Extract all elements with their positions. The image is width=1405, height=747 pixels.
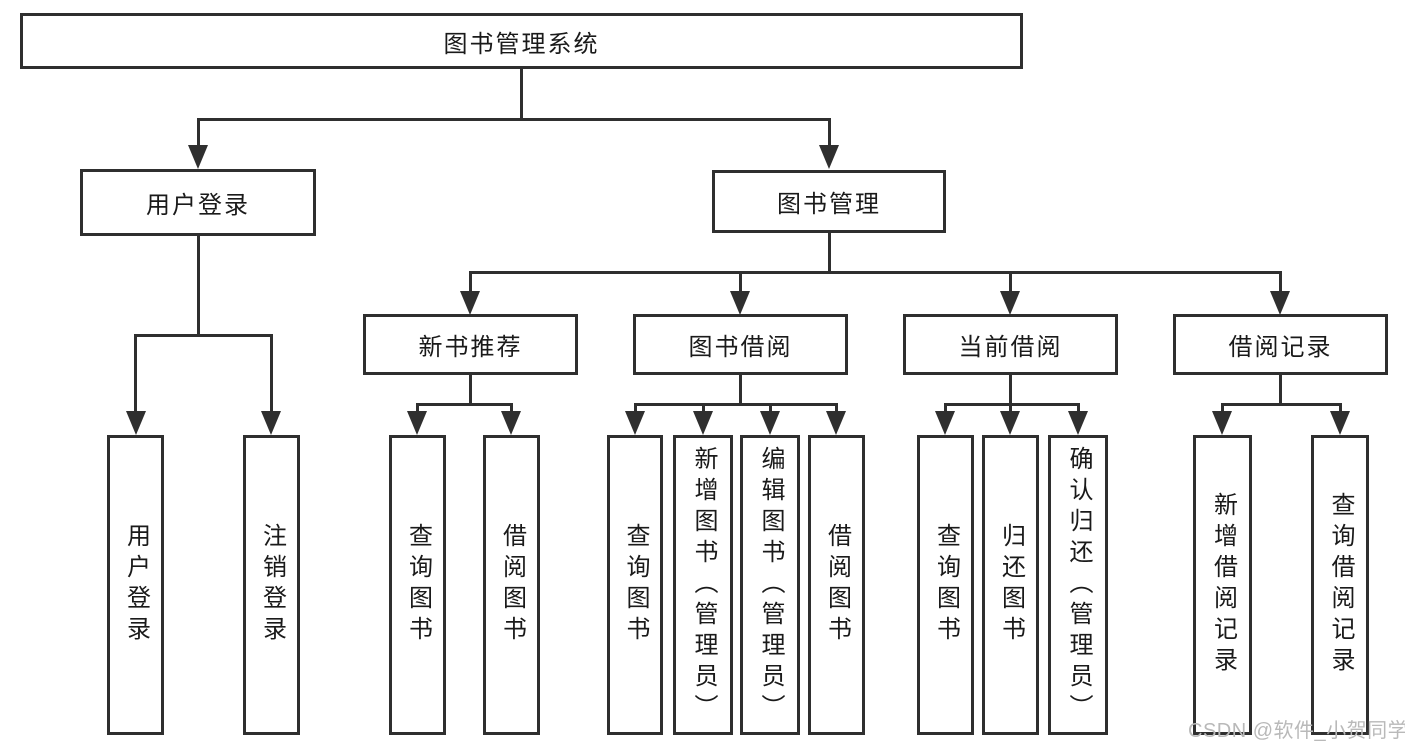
arrowhead-down-icon bbox=[188, 145, 208, 169]
node-library-system: 图书管理系统 bbox=[20, 13, 1023, 69]
node-label: 用户登录 bbox=[122, 523, 150, 647]
connector-v bbox=[835, 403, 838, 413]
node-current-borrowing: 当前借阅 bbox=[903, 314, 1118, 375]
node-label: 查询借阅记录 bbox=[1327, 492, 1354, 678]
leaf-edit-books-admin: 编辑图书（管理员） bbox=[740, 435, 800, 735]
leaf-user-login: 用户登录 bbox=[107, 435, 164, 735]
connector-v bbox=[1077, 403, 1080, 413]
connector-h bbox=[634, 403, 837, 406]
arrowhead-down-icon bbox=[730, 291, 750, 315]
connector-v bbox=[1339, 403, 1342, 413]
arrowhead-down-icon bbox=[1330, 411, 1350, 435]
connector-v bbox=[270, 334, 273, 413]
leaf-query-borrow-record: 查询借阅记录 bbox=[1311, 435, 1369, 735]
leaf-query-books-recommend: 查询图书 bbox=[389, 435, 446, 735]
connector-v bbox=[828, 118, 831, 148]
leaf-return-books: 归还图书 bbox=[982, 435, 1039, 735]
arrowhead-down-icon bbox=[1270, 291, 1290, 315]
leaf-add-books-admin: 新增图书（管理员） bbox=[673, 435, 733, 735]
node-label: 图书借阅 bbox=[688, 334, 793, 361]
connector-v bbox=[469, 374, 472, 406]
node-label: 借阅记录 bbox=[1228, 334, 1333, 361]
node-label: 新增图书（管理员） bbox=[690, 445, 717, 725]
node-new-book-recommend: 新书推荐 bbox=[363, 314, 578, 375]
node-label: 当前借阅 bbox=[958, 334, 1063, 361]
connector-v bbox=[510, 403, 513, 413]
node-label: 借阅图书 bbox=[498, 523, 526, 647]
connector-v bbox=[1009, 403, 1012, 413]
connector-v bbox=[520, 69, 523, 121]
arrowhead-down-icon bbox=[760, 411, 780, 435]
node-label: 用户登录 bbox=[146, 192, 250, 219]
leaf-query-books-borrowing: 查询图书 bbox=[607, 435, 663, 735]
arrowhead-down-icon bbox=[1000, 411, 1020, 435]
connector-v bbox=[197, 236, 200, 336]
node-label: 查询图书 bbox=[932, 523, 960, 647]
connector-v bbox=[1221, 403, 1224, 413]
leaf-borrow-books-borrowing: 借阅图书 bbox=[808, 435, 865, 735]
arrowhead-down-icon bbox=[501, 411, 521, 435]
node-label: 查询图书 bbox=[622, 523, 649, 647]
arrowhead-down-icon bbox=[460, 291, 480, 315]
leaf-add-borrow-record: 新增借阅记录 bbox=[1193, 435, 1252, 735]
connector-h bbox=[1221, 403, 1342, 406]
arrowhead-down-icon bbox=[819, 145, 839, 169]
node-label: 图书管理 bbox=[777, 191, 881, 218]
node-user-login: 用户登录 bbox=[80, 169, 316, 236]
node-book-management: 图书管理 bbox=[712, 170, 946, 233]
connector-v bbox=[769, 403, 772, 413]
csdn-watermark: CSDN @软件_小贺同学 bbox=[1188, 720, 1405, 742]
connector-v bbox=[1279, 374, 1282, 406]
connector-v bbox=[469, 271, 472, 293]
arrowhead-down-icon bbox=[126, 411, 146, 435]
arrowhead-down-icon bbox=[693, 411, 713, 435]
connector-v bbox=[739, 374, 742, 406]
arrowhead-down-icon bbox=[1068, 411, 1088, 435]
arrowhead-down-icon bbox=[625, 411, 645, 435]
connector-h bbox=[469, 271, 1282, 274]
connector-v bbox=[134, 334, 137, 413]
connector-v bbox=[739, 271, 742, 293]
leaf-confirm-return-admin: 确认归还（管理员） bbox=[1048, 435, 1108, 735]
connector-v bbox=[702, 403, 705, 413]
arrowhead-down-icon bbox=[1000, 291, 1020, 315]
node-label: 新书推荐 bbox=[418, 334, 523, 361]
node-label: 查询图书 bbox=[404, 523, 432, 647]
connector-v bbox=[197, 118, 200, 148]
connector-v bbox=[634, 403, 637, 413]
node-label: 图书管理系统 bbox=[443, 30, 600, 58]
node-borrowing-records: 借阅记录 bbox=[1173, 314, 1388, 375]
node-label: 归还图书 bbox=[997, 523, 1025, 647]
connector-v bbox=[1009, 271, 1012, 293]
connector-v bbox=[828, 233, 831, 274]
node-label: 注销登录 bbox=[258, 523, 286, 647]
arrowhead-down-icon bbox=[407, 411, 427, 435]
node-label: 新增借阅记录 bbox=[1209, 492, 1237, 678]
leaf-borrow-books-recommend: 借阅图书 bbox=[483, 435, 540, 735]
arrowhead-down-icon bbox=[261, 411, 281, 435]
leaf-logout-login: 注销登录 bbox=[243, 435, 300, 735]
connector-v bbox=[944, 403, 947, 413]
node-label: 编辑图书（管理员） bbox=[757, 445, 784, 725]
node-label: 确认归还（管理员） bbox=[1065, 445, 1092, 725]
leaf-query-books-current: 查询图书 bbox=[917, 435, 974, 735]
node-book-borrowing: 图书借阅 bbox=[633, 314, 848, 375]
arrowhead-down-icon bbox=[826, 411, 846, 435]
connector-v bbox=[1279, 271, 1282, 293]
node-label: 借阅图书 bbox=[823, 523, 851, 647]
connector-h bbox=[134, 334, 273, 337]
connector-v bbox=[1009, 374, 1012, 406]
arrowhead-down-icon bbox=[935, 411, 955, 435]
arrowhead-down-icon bbox=[1212, 411, 1232, 435]
connector-v bbox=[416, 403, 419, 413]
connector-h bbox=[416, 403, 513, 406]
connector-h bbox=[197, 118, 831, 121]
